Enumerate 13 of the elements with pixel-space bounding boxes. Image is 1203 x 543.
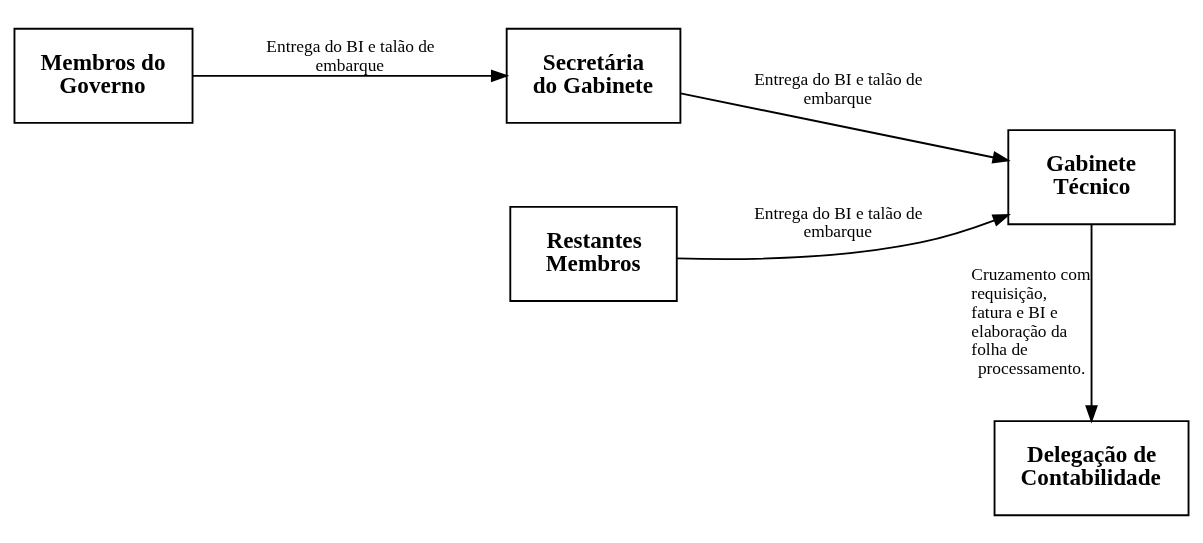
arrow xyxy=(679,91,1011,164)
arrow xyxy=(1085,223,1098,424)
arrow xyxy=(675,213,1011,260)
node-box: Membros do Governo xyxy=(13,27,194,124)
node-box: Restantes Membros xyxy=(509,205,678,302)
edge-label: Cruzamento com requisição, fatura e BI e elaboração da folha de processamento. xyxy=(971,264,1091,378)
arrow xyxy=(191,68,510,82)
edge-label: Entrega do BI e talão de embarque xyxy=(754,69,923,108)
edge-label: Entrega do BI e talão de embarque xyxy=(266,36,435,75)
node-box: Gabinete Técnico xyxy=(1007,128,1176,225)
node-box: Delegação de Contabilidade xyxy=(993,419,1190,516)
edge-label: Entrega do BI e talão de embarque xyxy=(754,203,923,241)
node-box: Secretária do Gabinete xyxy=(505,27,682,124)
